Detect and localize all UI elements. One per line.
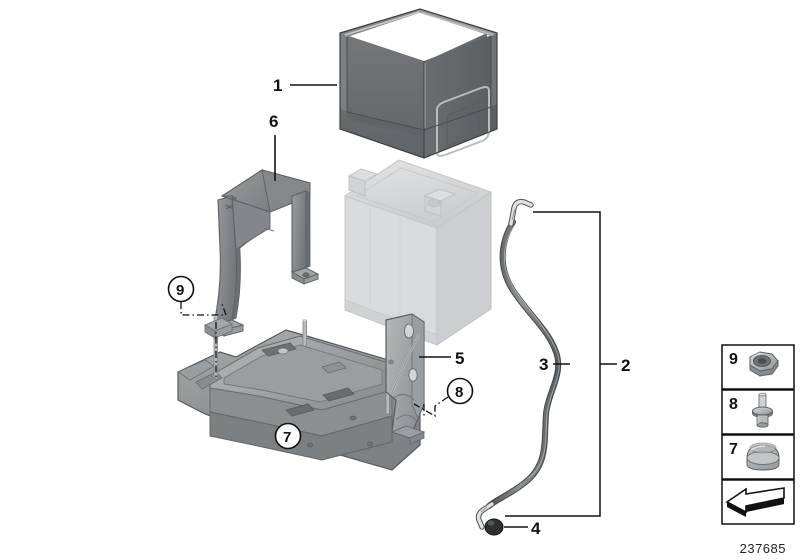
callout-8: 8 xyxy=(413,377,474,418)
vent-hose xyxy=(475,198,562,530)
callout-2-label: 2 xyxy=(621,356,630,375)
diagram-part-number: 237685 xyxy=(739,541,786,556)
callout-7: 7 xyxy=(274,422,302,450)
callout-1-label: 1 xyxy=(273,76,282,95)
hose-elbow-bottom xyxy=(475,501,495,530)
callout-3-label: 3 xyxy=(539,355,548,374)
hose-elbow-top xyxy=(508,198,534,227)
legend-number-7: 7 xyxy=(729,441,738,458)
callout-5: 5 xyxy=(419,349,464,368)
legend-cell-stud-bolt: 8 xyxy=(721,389,795,435)
tray-stud-mid xyxy=(302,319,307,347)
callout-7-label: 7 xyxy=(283,429,291,446)
hold-down-bracket xyxy=(212,169,320,337)
battery-phantom xyxy=(343,159,493,346)
callout-9: 9 xyxy=(167,275,227,380)
callout-1: 1 xyxy=(273,76,337,95)
legend-cell-flange-nut: 9 xyxy=(721,344,795,390)
legend-number-9: 9 xyxy=(729,351,738,368)
callout-3: 3 xyxy=(539,355,570,374)
callout-8-label: 8 xyxy=(455,384,463,401)
callout-6: 6 xyxy=(269,112,278,181)
callout-2: 2 xyxy=(505,211,630,517)
callout-4-label: 4 xyxy=(531,519,541,538)
callout-4: 4 xyxy=(504,519,541,538)
legend-number-8: 8 xyxy=(729,396,738,413)
callout-9-circle xyxy=(167,275,195,303)
direction-of-travel-arrow-icon xyxy=(725,487,785,517)
stud-bolt-icon xyxy=(752,392,773,428)
callout-7-circle xyxy=(274,422,302,450)
callout-9-label: 9 xyxy=(176,282,184,299)
callout-8-circle xyxy=(446,377,474,405)
legend-cell-direction-arrow xyxy=(721,479,795,525)
hex-flange-nut-icon xyxy=(749,351,779,377)
battery-box xyxy=(339,8,498,159)
callout-5-label: 5 xyxy=(455,349,464,368)
battery-tray xyxy=(177,313,426,471)
vent-plug xyxy=(484,518,504,536)
round-plug-icon xyxy=(746,442,780,471)
legend-cell-sealing-plug: 7 xyxy=(721,434,795,480)
callout-6-label: 6 xyxy=(269,112,278,131)
